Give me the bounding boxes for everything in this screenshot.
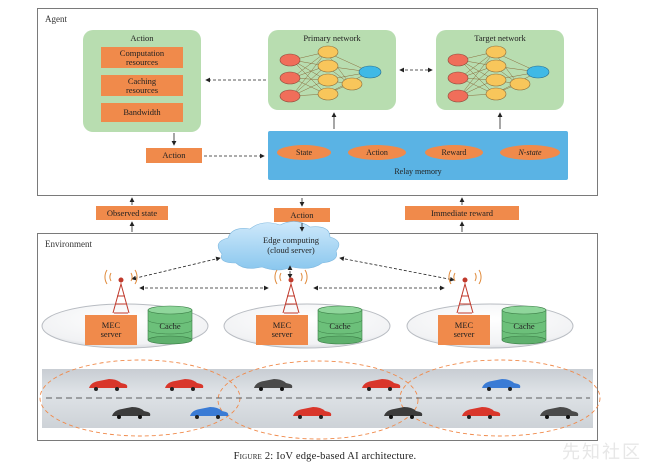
target-network-nodes [447,45,550,103]
tower-icon-3 [448,269,482,314]
coverage-2 [217,360,419,440]
car-icon [254,379,293,391]
observed-state-box: Observed state [96,206,168,220]
figure-number: Figure 2: [233,451,274,462]
link-arrows [129,197,465,232]
car-icon [112,407,151,419]
road [42,369,593,428]
bandwidth: Bandwidth [101,103,183,122]
agent-label: Agent [45,14,67,24]
caching-resources: Caching resources [101,75,183,96]
action-panel: Action Computation resources Caching res… [83,30,201,132]
cache-db-icon-1 [147,305,193,345]
figure-caption: Figure 2: IoV edge-based AI architecture… [0,451,650,462]
relay-n-state: N-state [500,145,560,160]
primary-network-nodes [279,45,382,103]
environment-label: Environment [45,239,92,249]
platform-3 [406,303,574,349]
cache-db-icon-2 [317,305,363,345]
car-icon [165,379,204,391]
car-icon [384,407,423,419]
relay-reward: Reward [425,145,483,160]
car-icon [190,407,229,419]
network-links [131,256,455,291]
cache-label-1: Cache [159,321,181,331]
relay-state: State [277,145,331,160]
cache-label-2: Cache [329,321,351,331]
action-panel-title: Action [130,33,154,43]
mec-server-1: MEC server [85,315,137,345]
car-icon [89,379,128,391]
edge-cloud-icon [217,221,340,271]
car-icon [362,379,401,391]
agent-arrows [171,67,503,159]
car-icon [482,379,521,391]
relay-memory-label: Relay memory [394,167,442,176]
primary-network-title: Primary network [303,33,361,43]
watermark: 先知社区 [562,442,642,463]
cache-label-3: Cache [513,321,535,331]
tower-icon-2 [274,269,308,314]
figure-caption-text: IoV edge-based AI architecture. [276,451,417,462]
car-icon [293,407,332,419]
target-network-title: Target network [474,33,526,43]
car-icon [462,407,501,419]
mec-server-2: MEC server [256,315,308,345]
action-link-box: Action [274,208,330,222]
immediate-reward-box: Immediate reward [405,206,519,220]
computation-resources: Computation resources [101,47,183,68]
edge-cloud-label: Edge computing (cloud server) [263,235,319,255]
mec-server-3: MEC server [438,315,490,345]
car-icon [540,407,579,419]
tower-icon-1 [104,269,138,314]
agent-action-box: Action [146,148,202,163]
relay-action: Action [348,145,406,160]
cache-db-icon-3 [501,305,547,345]
